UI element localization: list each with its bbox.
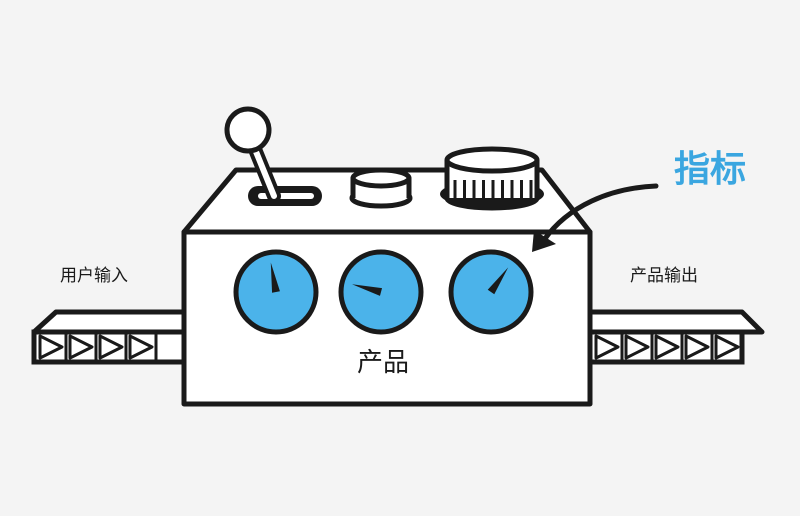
gauge-2-needle	[352, 284, 383, 296]
belt-tread-triangle	[624, 334, 650, 360]
product-label: 产品	[357, 348, 410, 378]
lever-icon	[224, 106, 281, 203]
knob-icon	[349, 167, 413, 209]
output-conveyor-belt	[587, 309, 765, 365]
belt-tread-triangle	[128, 334, 154, 360]
belt-tread-triangle	[654, 334, 680, 360]
product-output-label: 产品输出	[630, 266, 698, 286]
belt-tread-triangle	[38, 334, 64, 360]
output-belt-treads	[594, 334, 744, 360]
input-belt-treads	[38, 334, 158, 360]
gauge-2	[338, 249, 424, 335]
belt-tread-triangle	[98, 334, 124, 360]
belt-tread-triangle	[714, 334, 740, 360]
belt-tread-triangle	[594, 334, 620, 360]
belt-tread-triangle	[684, 334, 710, 360]
input-conveyor-belt	[31, 309, 207, 365]
ridged-dial-icon	[440, 146, 544, 211]
curved-arrow-icon	[532, 183, 659, 252]
gauge-3-needle	[487, 267, 509, 295]
user-input-label: 用户输入	[60, 266, 128, 286]
gauge-3	[448, 249, 534, 335]
gauge-1	[233, 249, 319, 335]
belt-tread-triangle	[68, 334, 94, 360]
metrics-label: 指标	[674, 149, 747, 190]
gauge-1-needle	[270, 262, 280, 293]
